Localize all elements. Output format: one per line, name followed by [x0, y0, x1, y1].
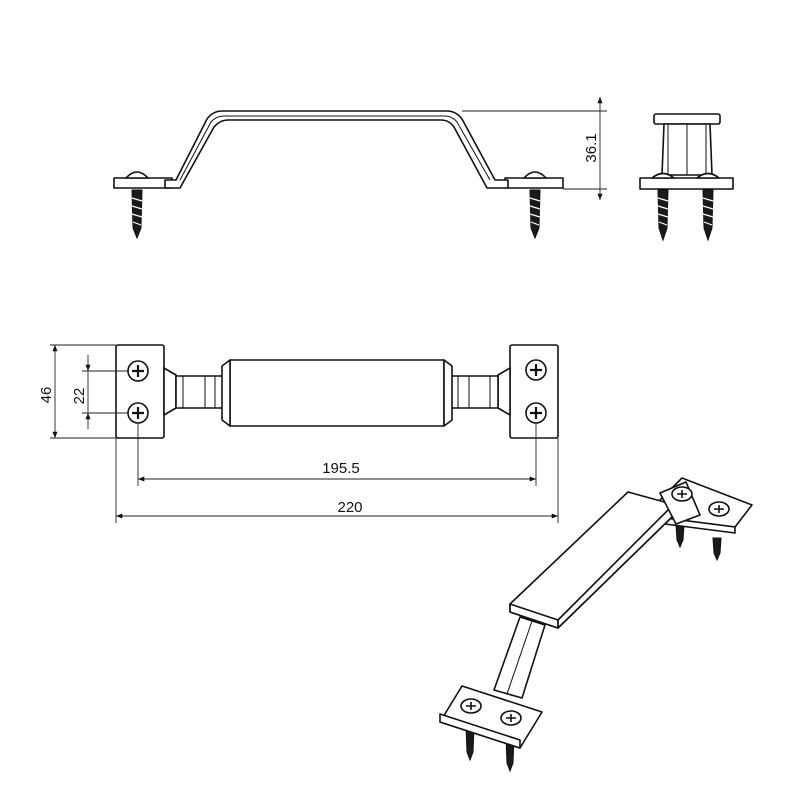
- plan-grip: [229, 359, 445, 427]
- base-plate-right: [504, 177, 564, 189]
- screw-head-right: [523, 171, 547, 179]
- hole-spacing-label: 22: [71, 388, 88, 405]
- isometric-view: [439, 477, 753, 773]
- iso-grip: [509, 491, 675, 629]
- screw-right: [529, 189, 541, 240]
- hole-center-label: 195.5: [322, 460, 360, 477]
- height-dimension-label: 36.1: [583, 133, 600, 162]
- side-view: [639, 113, 734, 242]
- base-plate-left: [113, 177, 173, 189]
- plan-plate-right: [509, 344, 559, 439]
- screw-left: [131, 189, 143, 240]
- plate-width-dimension: 46: [38, 344, 116, 439]
- plate-width-label: 46: [38, 387, 55, 404]
- height-dimension: 36.1: [462, 97, 607, 200]
- plan-view: [115, 344, 559, 439]
- plan-screw-heads: [127, 359, 547, 424]
- screw-head-left: [125, 171, 149, 179]
- hole-spacing-dimension: 22: [71, 355, 128, 429]
- handle-bar-profile: [164, 110, 509, 189]
- hole-center-dimension: 195.5: [137, 423, 537, 486]
- front-elevation-view: [113, 110, 564, 240]
- plan-plate-left: [115, 344, 165, 439]
- overall-length-label: 220: [337, 499, 362, 516]
- overall-length-dimension: 220: [115, 438, 559, 523]
